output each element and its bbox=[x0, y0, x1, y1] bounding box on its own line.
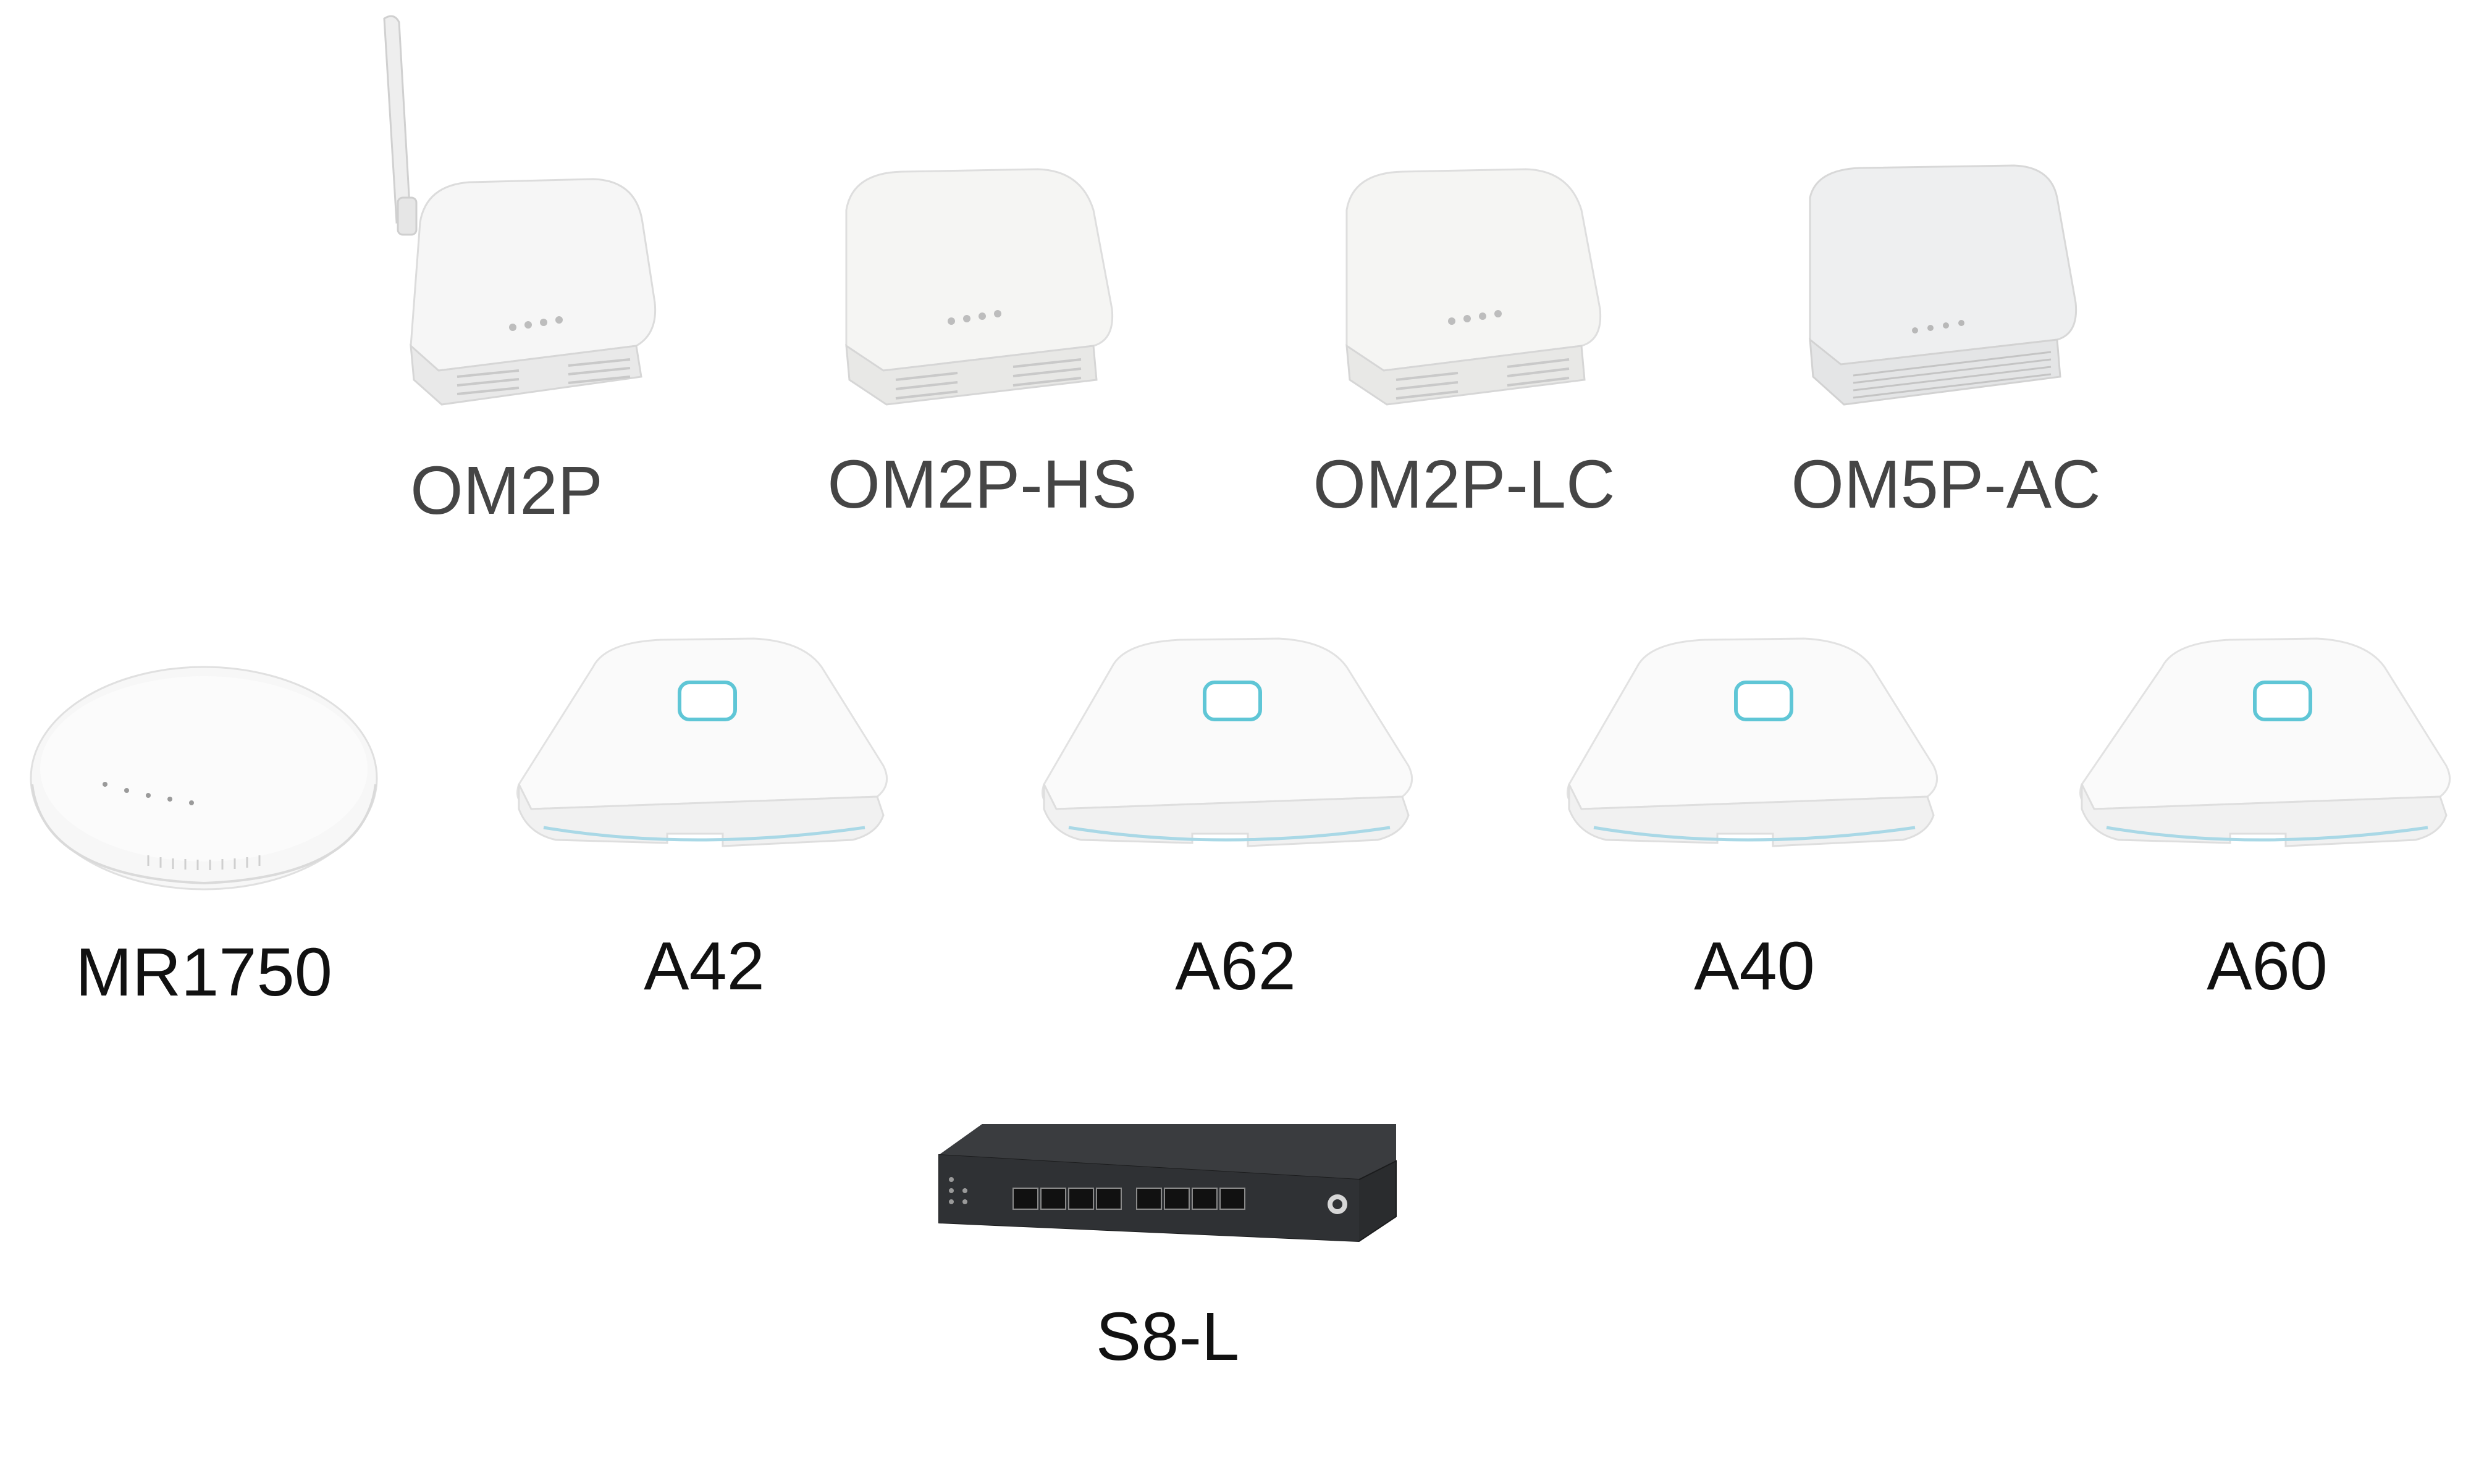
product-label: OM2P bbox=[410, 453, 603, 529]
product-label: OM5P-AC bbox=[1791, 446, 2101, 522]
product-label: A40 bbox=[1694, 928, 1815, 1004]
product-om2p: OM2P bbox=[346, 12, 667, 525]
product-label: A60 bbox=[2207, 928, 2328, 1004]
product-a60: A60 bbox=[2069, 630, 2465, 1000]
product-a42: A42 bbox=[507, 630, 902, 1000]
product-label: OM2P-LC bbox=[1313, 446, 1615, 522]
router-with-antenna-image bbox=[383, 15, 657, 406]
square-ceiling-access-point-image bbox=[2079, 637, 2451, 847]
square-ceiling-access-point-image bbox=[1567, 637, 1938, 847]
product-label: A62 bbox=[1175, 928, 1296, 1004]
product-om5p-ac: OM5P-AC bbox=[1767, 161, 2125, 519]
product-mr1750: MR1750 bbox=[19, 636, 389, 1007]
product-label: A42 bbox=[644, 928, 765, 1004]
round-ceiling-access-point-image bbox=[30, 666, 378, 891]
product-a40: A40 bbox=[1557, 630, 1952, 1000]
product-label: S8-L bbox=[1095, 1299, 1240, 1375]
product-label: OM2P-HS bbox=[827, 446, 1137, 522]
compact-router-image bbox=[1809, 164, 2077, 406]
product-s8-l: S8-L bbox=[927, 1124, 1408, 1383]
compact-router-image bbox=[1345, 168, 1602, 406]
product-om2p-lc: OM2P-LC bbox=[1285, 161, 1643, 519]
product-label: MR1750 bbox=[75, 934, 332, 1010]
square-ceiling-access-point-image bbox=[1042, 637, 1413, 847]
network-switch-image bbox=[938, 1124, 1397, 1243]
square-ceiling-access-point-image bbox=[516, 637, 888, 847]
product-a62: A62 bbox=[1038, 630, 1433, 1000]
compact-router-image bbox=[845, 168, 1114, 406]
product-om2p-hs: OM2P-HS bbox=[803, 161, 1161, 519]
